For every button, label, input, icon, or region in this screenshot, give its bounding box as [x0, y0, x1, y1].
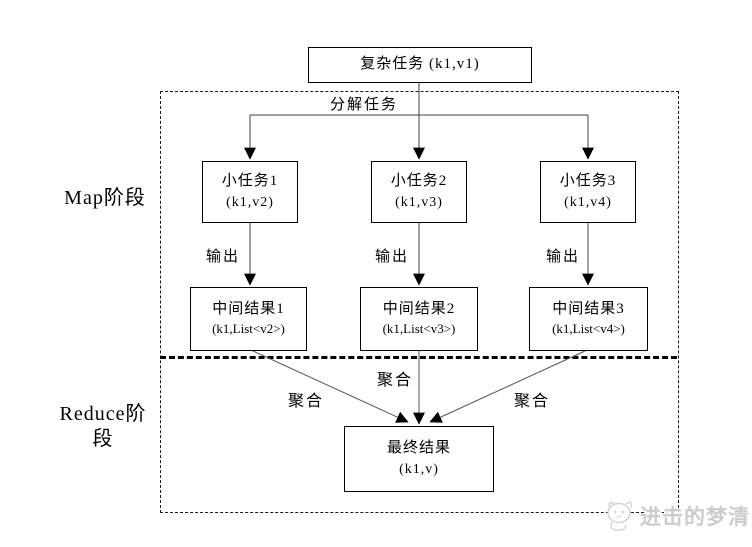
intermediate-box-3: 中间结果3 (k1,List<v4>)	[529, 287, 648, 351]
output-label-2: 输出	[375, 249, 410, 265]
subtask-title: 小任务3	[559, 172, 617, 189]
complex-task-label: 复杂任务 (k1,v1)	[360, 56, 480, 73]
final-result-box: 最终结果 (k1,v)	[344, 426, 494, 492]
output-label-1: 输出	[206, 249, 241, 265]
subtask-title: 小任务2	[390, 172, 448, 189]
subtask-value: (k1,v3)	[395, 194, 443, 210]
subtask-value: (k1,v2)	[226, 194, 274, 210]
intermediate-title: 中间结果1	[212, 300, 285, 317]
intermediate-value: (k1,List<v4>)	[552, 321, 625, 337]
subtask-value: (k1,v4)	[564, 194, 612, 210]
subtask-title: 小任务1	[221, 172, 279, 189]
aggregate-label-3: 聚合	[514, 393, 551, 410]
watermark-mascot-icon	[607, 501, 633, 531]
final-result-value: (k1,v)	[399, 461, 439, 477]
intermediate-value: (k1,List<v2>)	[212, 321, 285, 337]
map-phase-label: Map阶段	[64, 187, 146, 209]
subtask-box-3: 小任务3 (k1,v4)	[540, 161, 636, 223]
intermediate-title: 中间结果2	[382, 300, 456, 317]
subtask-box-2: 小任务2 (k1,v3)	[371, 161, 467, 223]
aggregate-label-2: 聚合	[377, 372, 414, 389]
output-label-3: 输出	[546, 249, 581, 265]
arrow-aggregate-1	[252, 350, 409, 423]
final-result-title: 最终结果	[386, 439, 451, 456]
intermediate-value: (k1,List<v3>)	[382, 321, 456, 337]
intermediate-title: 中间结果3	[552, 300, 625, 317]
intermediate-box-1: 中间结果1 (k1,List<v2>)	[190, 287, 307, 351]
reduce-phase-label: Reduce阶段	[59, 403, 147, 450]
intermediate-box-2: 中间结果2 (k1,List<v3>)	[360, 287, 478, 351]
aggregate-label-1: 聚合	[288, 393, 325, 410]
decompose-label: 分解任务	[330, 97, 399, 113]
complex-task-box: 复杂任务 (k1,v1)	[308, 47, 532, 83]
arrow-aggregate-3	[429, 350, 586, 423]
subtask-box-1: 小任务1 (k1,v2)	[202, 161, 298, 223]
watermark: 进击的梦清	[602, 497, 750, 535]
watermark-text: 进击的梦清	[640, 505, 750, 529]
